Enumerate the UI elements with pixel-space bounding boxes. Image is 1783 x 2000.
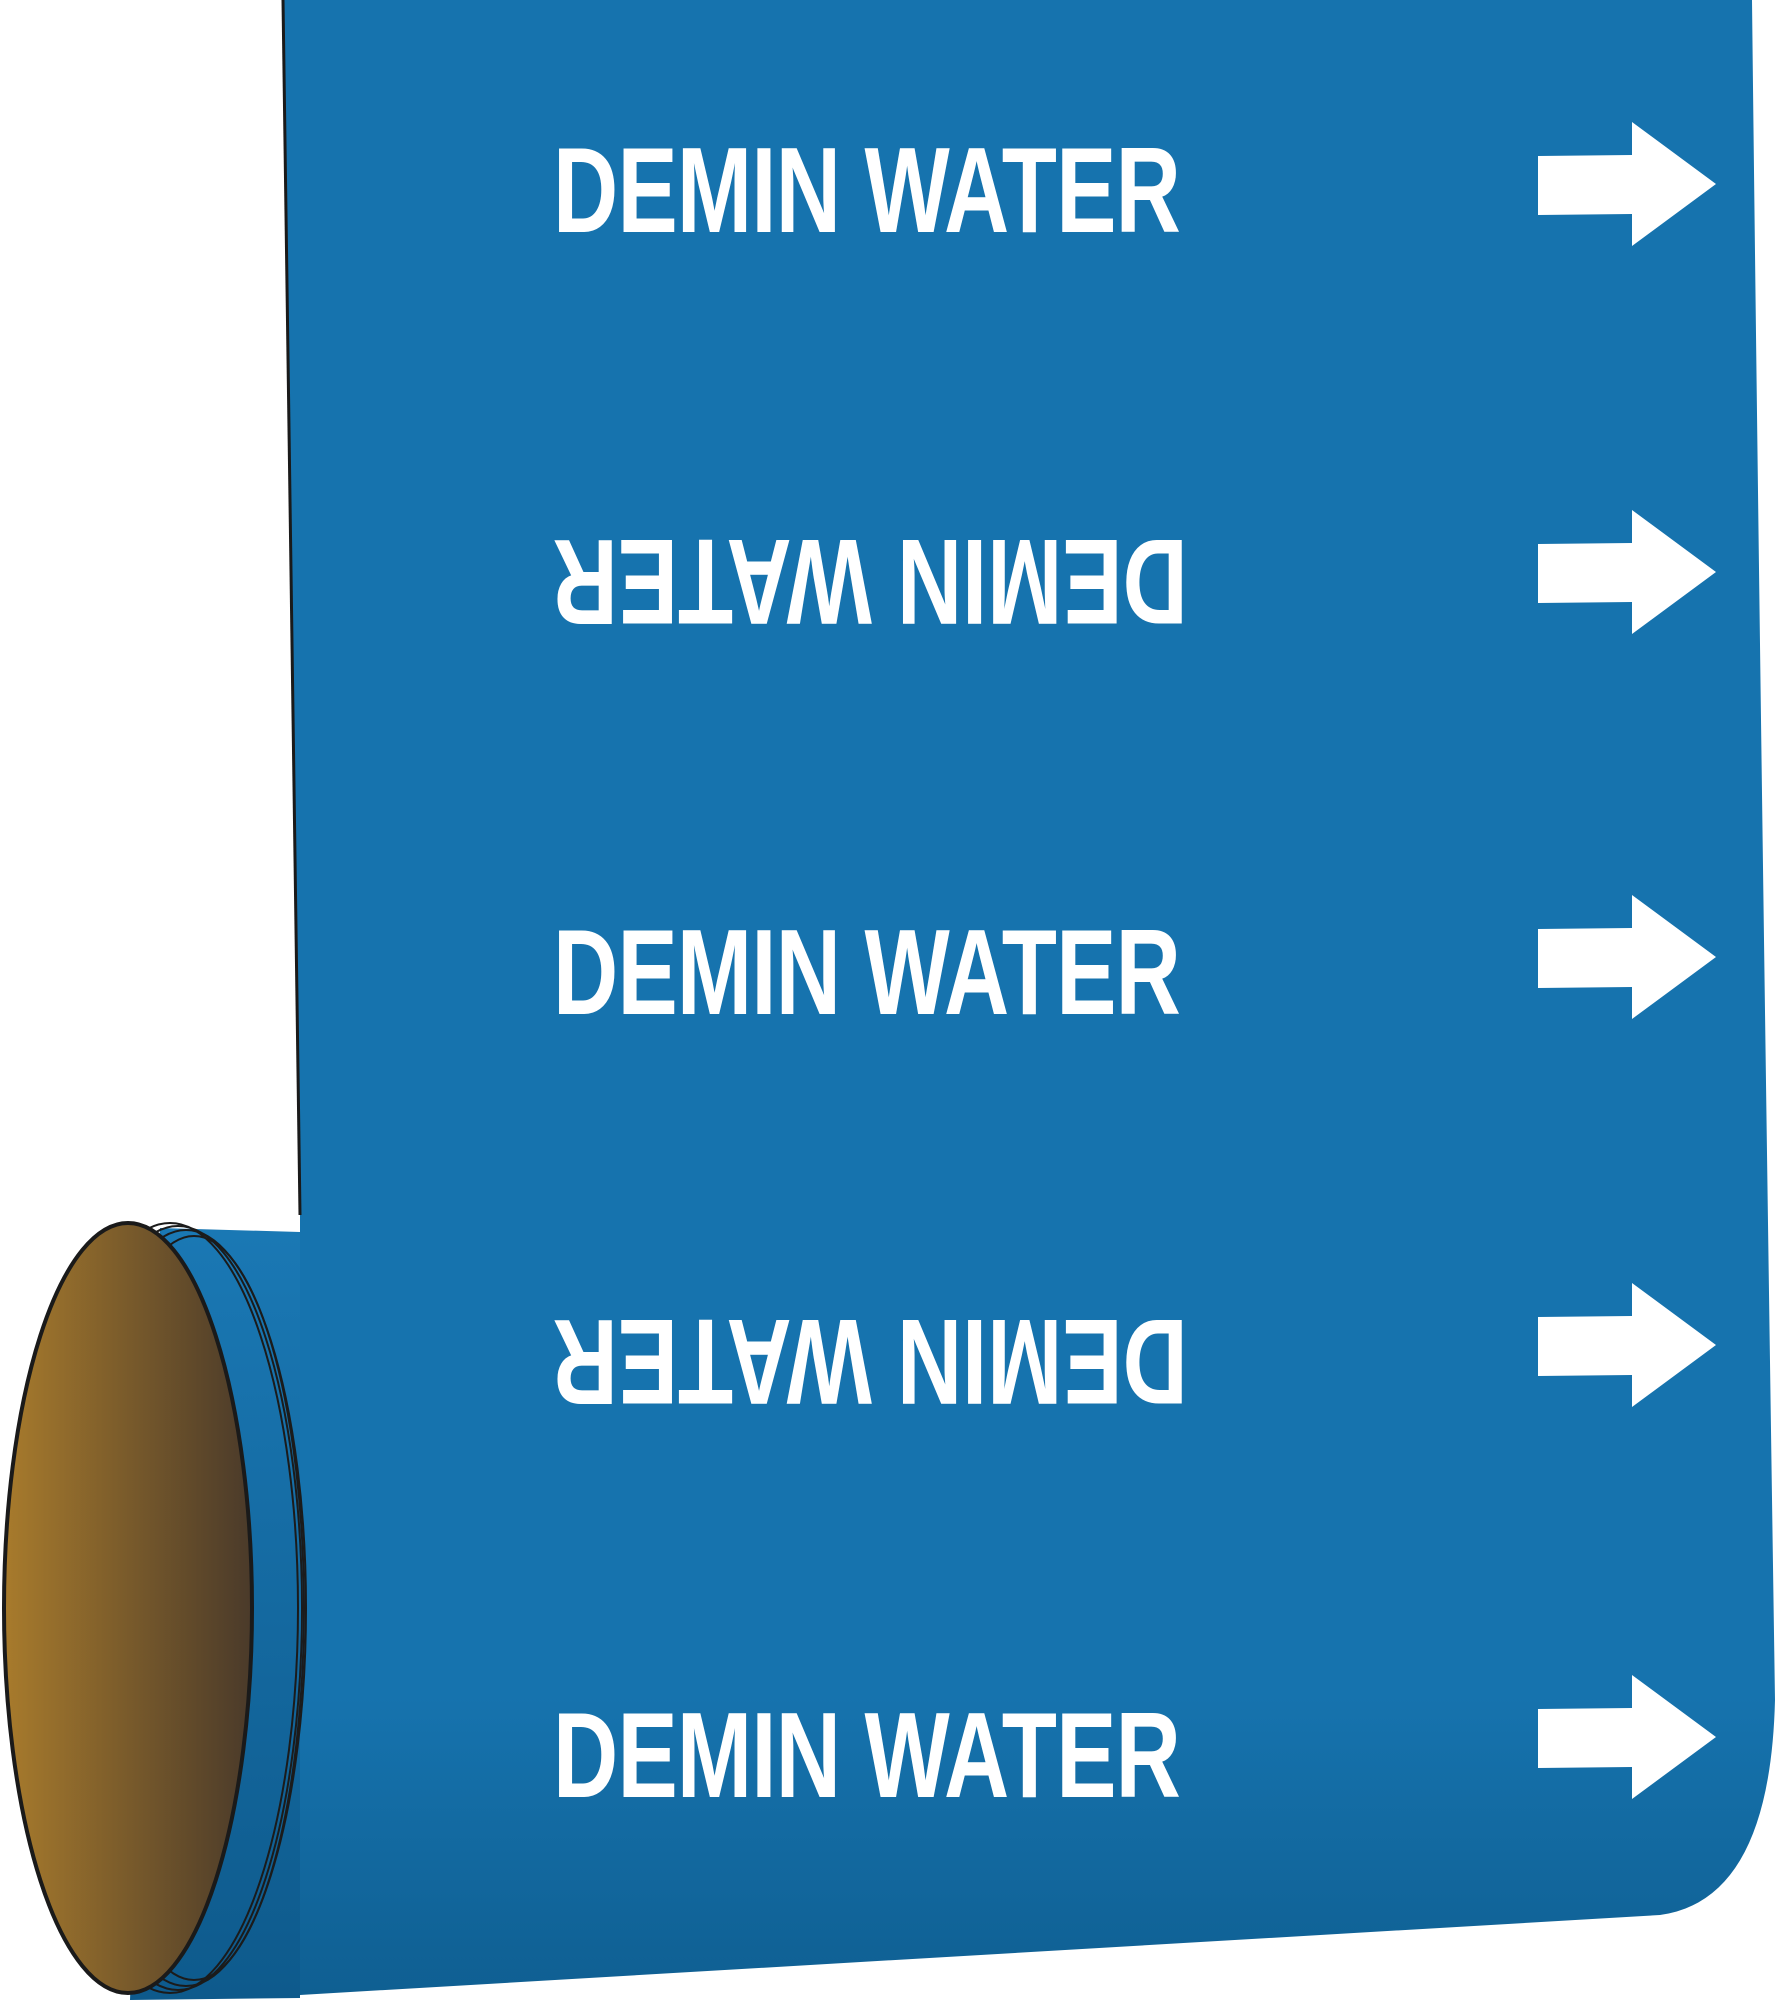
marker-label-row-2-inverted: DEMIN WATER — [553, 514, 1189, 650]
flow-arrow-right-icon — [1538, 1283, 1716, 1407]
marker-label-row-1: DEMIN WATER — [553, 122, 1181, 258]
marker-label-row-5: DEMIN WATER — [553, 1687, 1181, 1823]
label-sheet — [283, 0, 1775, 1995]
flow-arrow-right-icon — [1538, 510, 1716, 634]
flow-arrow-right-icon — [1538, 122, 1716, 246]
marker-label-row-4-inverted: DEMIN WATER — [553, 1294, 1189, 1430]
flow-arrow-right-icon — [1538, 895, 1716, 1019]
flow-arrow-right-icon — [1538, 1675, 1716, 1799]
marker-label-row-3: DEMIN WATER — [553, 904, 1181, 1040]
roll-core — [2, 1221, 254, 1995]
